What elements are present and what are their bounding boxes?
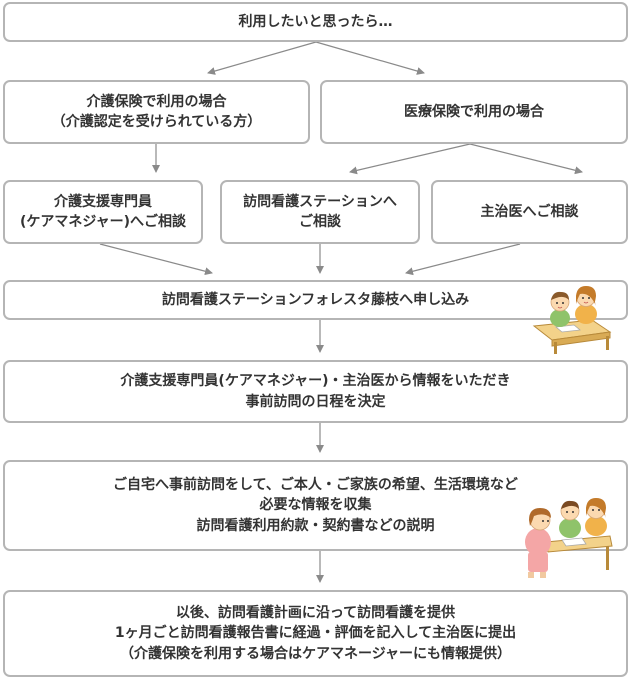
service-line3: （介護保険を利用する場合はケアマネージャーにも情報提供）: [119, 645, 511, 662]
info-box: 介護支援専門員(ケアマネジャー)・主治医から情報をいただき 事前訪問の日程を決定: [3, 360, 628, 423]
arrow-start-to-iryo: [315, 41, 425, 75]
doctor-box: 主治医へご相談: [431, 180, 628, 244]
info-line2: 事前訪問の日程を決定: [245, 393, 386, 410]
iryo-case-box: 医療保険で利用の場合: [320, 80, 628, 144]
start-text: 利用したいと思ったら…: [238, 13, 393, 30]
kaigo-case-line1: 介護保険で利用の場合: [86, 93, 227, 110]
arrow-start-to-kaigo: [207, 41, 317, 75]
consultation-illustration: [532, 286, 612, 354]
visit-line3: 訪問看護利用約款・契約書などの説明: [196, 517, 435, 534]
kaigo-case-box: 介護保険で利用の場合 （介護認定を受けられている方）: [3, 80, 310, 144]
care-manager-line2: (ケアマネジャー)へご相談: [19, 214, 187, 230]
station-line2: ご相談: [298, 214, 341, 230]
info-line1: 介護支援専門員(ケアマネジャー)・主治医から情報をいただき: [120, 373, 511, 390]
doctor-text: 主治医へご相談: [480, 203, 579, 220]
arrow-caremanager-to-apply: [99, 243, 213, 276]
care-manager-line1: 介護支援専門員: [53, 193, 152, 210]
arrow-iryo-to-doctor: [469, 143, 583, 175]
station-line1: 訪問看護ステーションへ: [243, 193, 397, 210]
start-box: 利用したいと思ったら…: [3, 2, 628, 42]
arrow-doctor-to-apply: [405, 243, 521, 276]
apply-text: 訪問看護ステーションフォレスタ藤枝へ申し込み: [161, 291, 470, 308]
service-box: 以後、訪問看護計画に沿って訪問看護を提供 1ヶ月ごと訪問看護報告書に経過・評価を…: [3, 590, 628, 677]
family-visit-illustration: [525, 498, 613, 578]
care-manager-box: 介護支援専門員 (ケアマネジャー)へご相談: [3, 180, 203, 244]
service-line1: 以後、訪問看護計画に沿って訪問看護を提供: [175, 605, 456, 622]
iryo-case-text: 医療保険で利用の場合: [404, 103, 544, 120]
visit-line2: 必要な情報を収集: [259, 497, 372, 514]
service-line2: 1ヶ月ごと訪問看護報告書に経過・評価を記入して主治医に提出: [114, 625, 517, 642]
station-box: 訪問看護ステーションへ ご相談: [220, 180, 420, 244]
arrow-iryo-to-station: [349, 143, 471, 175]
apply-box: 訪問看護ステーションフォレスタ藤枝へ申し込み: [3, 280, 628, 320]
visit-line1: ご自宅へ事前訪問をして、ご本人・ご家族の希望、生活環境など: [113, 477, 518, 494]
kaigo-case-line2: （介護認定を受けられている方）: [51, 114, 262, 130]
visit-box: ご自宅へ事前訪問をして、ご本人・ご家族の希望、生活環境など 必要な情報を収集 訪…: [3, 460, 628, 551]
